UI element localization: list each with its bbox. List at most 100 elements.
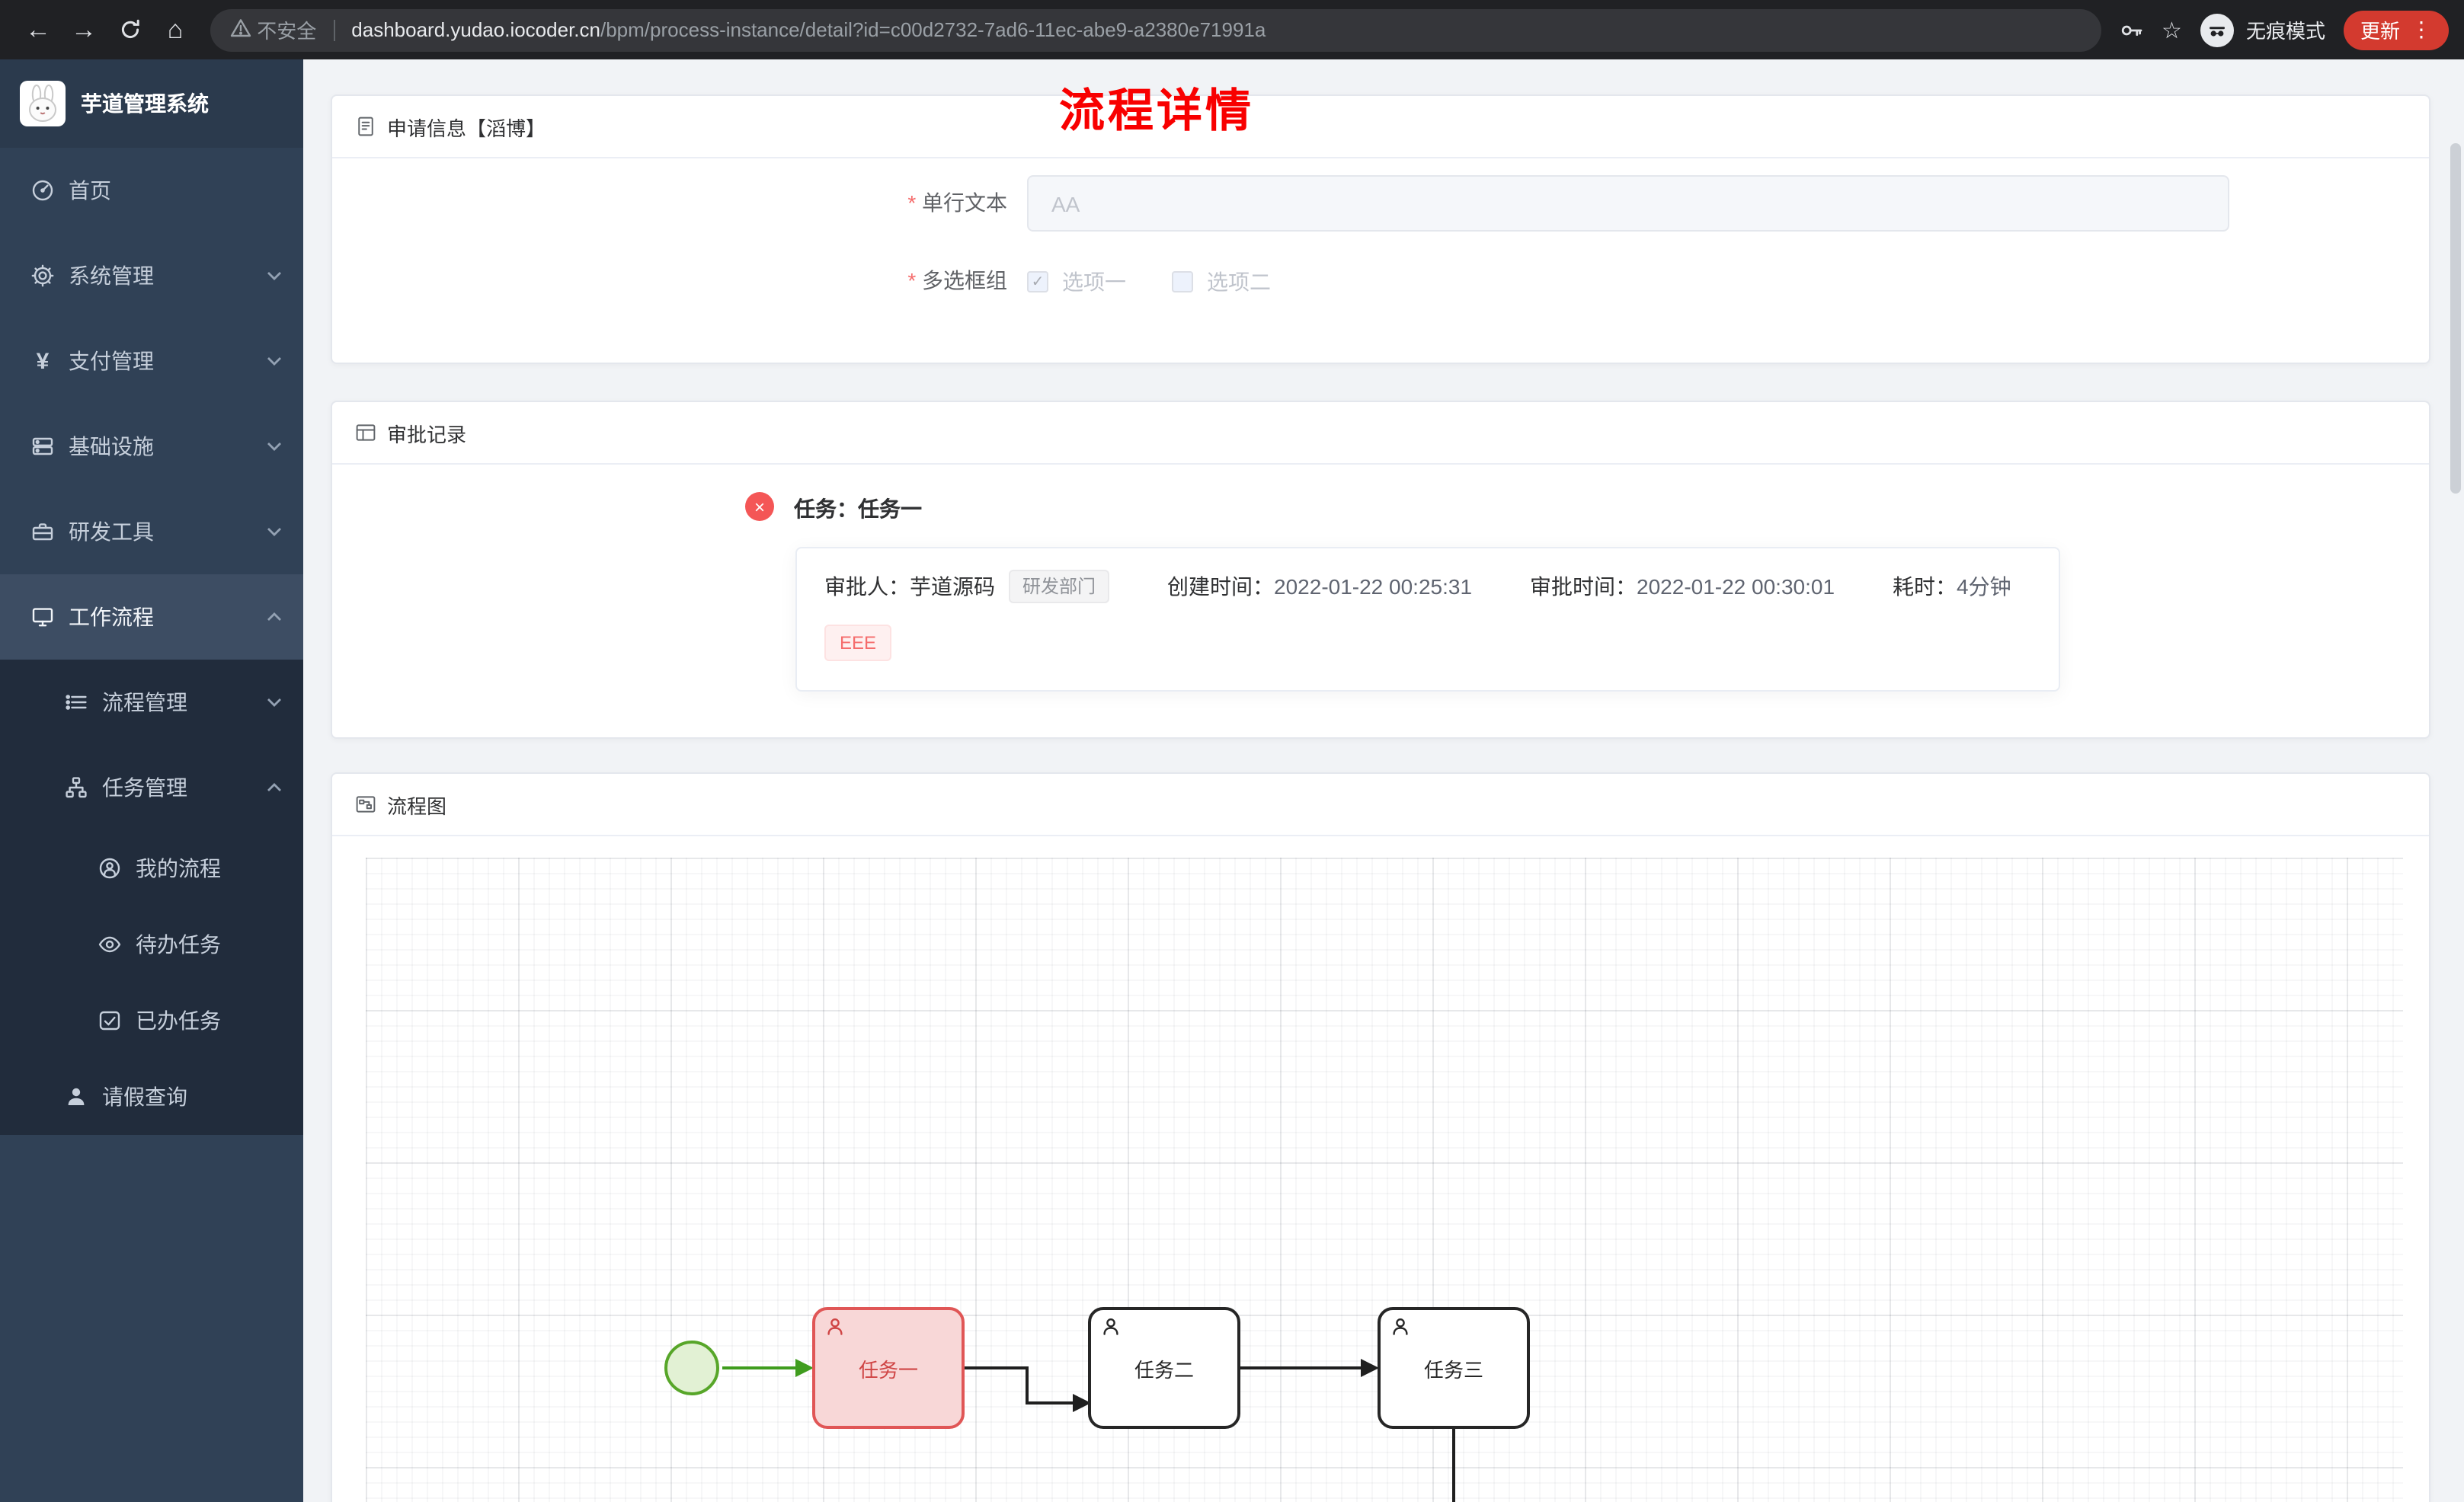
warning-icon: [230, 19, 251, 37]
chevron-down-icon: [267, 443, 281, 451]
forward-icon[interactable]: →: [71, 14, 97, 43]
duration-group: 耗时： 4分钟: [1893, 571, 2011, 602]
sidebar-item-home[interactable]: 首页: [0, 148, 303, 233]
user-task-icon: [1103, 1318, 1118, 1335]
approval-record-title: 审批记录: [387, 423, 467, 446]
start-event-node[interactable]: [664, 1341, 719, 1395]
duration-label: 耗时：: [1893, 574, 1957, 599]
approved-time: 2022-01-22 00:30:01: [1637, 574, 1835, 599]
approver-label: 审批人：: [824, 574, 910, 599]
duration-value: 4分钟: [1957, 574, 2011, 599]
dashboard-icon: [32, 180, 53, 201]
checkbox-group-label: 多选框组: [332, 265, 1007, 296]
task-node-two[interactable]: 任务二: [1088, 1307, 1240, 1429]
url-path: /bpm/process-instance/detail?id=c00d2732…: [600, 18, 1266, 41]
incognito-indicator: 无痕模式: [2200, 13, 2325, 46]
update-label: 更新: [2360, 20, 2400, 43]
sidebar-item-done-tasks[interactable]: 已办任务: [0, 983, 303, 1059]
checkbox-unchecked-icon: [1172, 271, 1193, 292]
security-indicator[interactable]: 不安全: [230, 15, 316, 44]
created-time: 2022-01-22 00:25:31: [1274, 574, 1473, 599]
checkbox-option-one[interactable]: 选项一: [1027, 267, 1126, 297]
checkbox-checked-icon: [1027, 271, 1048, 292]
reload-icon[interactable]: [107, 7, 152, 53]
checkbox-option-two[interactable]: 选项二: [1172, 267, 1271, 297]
sidebar: 芋道管理系统 首页 系统管理 ¥ 支付管理 基础设: [0, 59, 303, 1502]
chevron-down-icon: [267, 357, 281, 366]
rejected-status-icon: ×: [745, 492, 774, 521]
sidebar-item-label: 已办任务: [136, 1008, 221, 1033]
address-bar[interactable]: 不安全 dashboard.yudao.iocoder.cn /bpm/proc…: [210, 8, 2101, 51]
sidebar-item-label: 待办任务: [136, 932, 221, 957]
task-title: 任务：任务一: [794, 497, 922, 521]
user-icon: [68, 1088, 85, 1105]
menu-icon[interactable]: ⋮: [2411, 17, 2432, 41]
dept-tag: 研发部门: [1009, 570, 1110, 603]
apply-info-title: 申请信息【滔博】: [387, 117, 546, 139]
sidebar-item-label: 任务管理: [102, 775, 187, 800]
done-icon: [99, 1011, 120, 1031]
sidebar-item-system[interactable]: 系统管理: [0, 233, 303, 318]
created-label: 创建时间：: [1167, 574, 1275, 599]
chevron-down-icon: [267, 272, 281, 280]
main-content: 流程详情 申请信息【滔博】 单行文本 多选框组 选项一: [303, 59, 2464, 1502]
sidebar-item-payment[interactable]: ¥ 支付管理: [0, 318, 303, 404]
process-diagram-title: 流程图: [387, 794, 447, 817]
bpmn-canvas: 任务一 任务二 任务三: [366, 858, 2403, 1502]
sidebar-item-label: 流程管理: [102, 690, 187, 714]
my-process-icon: [99, 858, 120, 879]
sidebar-item-process-management[interactable]: 流程管理: [0, 660, 303, 745]
toolbox-icon: [32, 523, 53, 541]
sidebar-item-my-process[interactable]: 我的流程: [0, 830, 303, 906]
chevron-down-icon: [267, 698, 281, 707]
task-node-one[interactable]: 任务一: [812, 1307, 965, 1429]
sidebar-item-label: 研发工具: [69, 519, 154, 544]
task-node-three[interactable]: 任务三: [1378, 1307, 1530, 1429]
approver-group: 审批人： 芋道源码 研发部门: [824, 570, 1110, 603]
task-node-label: 任务三: [1423, 1358, 1483, 1381]
chevron-up-icon: [267, 612, 281, 621]
process-diagram-card: 流程图: [331, 772, 2430, 1502]
sidebar-item-label: 请假查询: [102, 1085, 187, 1109]
chevron-up-icon: [267, 783, 281, 791]
sidebar-item-label: 支付管理: [69, 349, 154, 373]
created-time-group: 创建时间： 2022-01-22 00:25:31: [1167, 571, 1472, 602]
sidebar-item-leave-query[interactable]: 请假查询: [0, 1059, 303, 1135]
sidebar-item-infrastructure[interactable]: 基础设施: [0, 404, 303, 489]
eye-icon: [98, 936, 121, 953]
task-node-label: 任务二: [1134, 1358, 1194, 1381]
scrollbar[interactable]: [2450, 143, 2461, 494]
checkbox-group: 选项一 选项二: [1027, 267, 1271, 297]
diagram-icon: [356, 796, 376, 813]
chevron-down-icon: [267, 528, 281, 536]
checkbox-label: 选项一: [1062, 270, 1126, 294]
apply-info-header: 申请信息【滔博】: [332, 96, 2429, 158]
sidebar-item-workflow[interactable]: 工作流程: [0, 574, 303, 660]
home-icon[interactable]: ⌂: [167, 14, 184, 43]
bookmark-star-icon[interactable]: ☆: [2162, 18, 2182, 43]
app-logo[interactable]: 芋道管理系统: [0, 59, 303, 148]
approval-record-card: 审批记录 × 任务：任务一 审批人： 芋道源码 研发部门 创建时间： 2022-…: [331, 401, 2430, 739]
sidebar-item-label: 首页: [69, 178, 111, 203]
single-line-text-input[interactable]: [1027, 175, 2229, 232]
sidebar-item-devtools[interactable]: 研发工具: [0, 489, 303, 574]
sidebar-item-todo-tasks[interactable]: 待办任务: [0, 906, 303, 983]
record-icon: [356, 424, 376, 441]
sidebar-item-label: 工作流程: [69, 605, 154, 629]
page-title: 流程详情: [1059, 87, 1254, 137]
key-icon[interactable]: [2119, 18, 2143, 42]
checkbox-label: 选项二: [1207, 270, 1271, 294]
list-icon: [66, 695, 87, 710]
back-icon[interactable]: ←: [25, 14, 51, 43]
approval-record-header: 审批记录: [332, 402, 2429, 465]
incognito-icon: [2200, 13, 2234, 46]
incognito-label: 无痕模式: [2245, 20, 2325, 43]
approval-detail-panel: 审批人： 芋道源码 研发部门 创建时间： 2022-01-22 00:25:31…: [795, 547, 2060, 692]
comment-tag: EEE: [824, 625, 892, 661]
task-node-label: 任务一: [858, 1358, 918, 1381]
document-icon: [358, 117, 373, 136]
sidebar-item-task-management[interactable]: 任务管理: [0, 745, 303, 830]
update-button[interactable]: 更新 ⋮: [2343, 10, 2449, 50]
browser-toolbar: ← → ⌂ 不安全 dashboard.yudao.iocoder.cn /bp…: [0, 0, 2464, 59]
app-title: 芋道管理系统: [81, 91, 209, 116]
